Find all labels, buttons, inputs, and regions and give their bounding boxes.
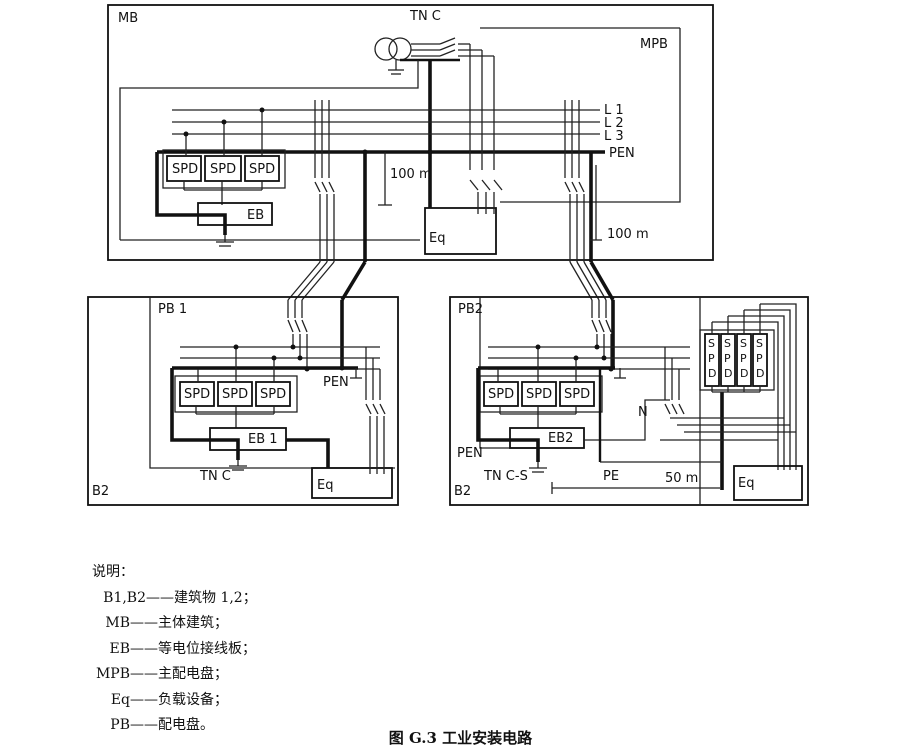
pb1-incoming: [287, 300, 344, 369]
main-building: MB TN C MPB: [107, 4, 714, 301]
feeder-to-pb2: [564, 100, 615, 301]
svg-text:SPD: SPD: [184, 387, 210, 402]
main-building-frame: [107, 4, 714, 261]
building-b1: PB 1 B2 TN C PEN: [87, 296, 399, 506]
svg-text:P: P: [756, 352, 763, 365]
pb2-eq-feed: [660, 303, 797, 470]
pb2-label: PB2: [458, 302, 483, 317]
pb1-bus: [172, 344, 380, 372]
feeder-to-pb1: [287, 100, 367, 301]
legend-item: B1,B2——建筑物 1,2；: [103, 589, 257, 606]
pb2-spd-2: [521, 381, 557, 407]
b1-building-label: B2: [92, 484, 109, 499]
pb2-eq-label: Eq: [738, 476, 754, 491]
svg-text:P: P: [724, 352, 731, 365]
svg-text:S: S: [756, 337, 763, 350]
legend: 说明： B1,B2——建筑物 1,2； MB——主体建筑； EB——等电位接线板…: [92, 560, 257, 739]
svg-text:S: S: [740, 337, 747, 350]
svg-text:SPD: SPD: [172, 162, 198, 177]
pb2-ground-icon: [529, 462, 547, 473]
pb2-eb: [509, 427, 585, 449]
line-l1-label: L 1: [604, 103, 624, 118]
main-ground-icon: [216, 235, 234, 247]
pb2-n-label: N: [638, 405, 648, 420]
pb2-pen-label: PEN: [457, 446, 483, 461]
pb2-eq: [733, 465, 803, 501]
b2-building-label: B2: [454, 484, 471, 499]
pb1-pen-label: PEN: [323, 375, 349, 390]
svg-text:D: D: [740, 367, 748, 380]
pb2-eb-label: EB2: [548, 431, 573, 446]
pb1-spd-group: SPD SPD SPD: [174, 344, 298, 428]
svg-text:SPD: SPD: [488, 387, 514, 402]
legend-item: PB——配电盘。: [110, 717, 214, 733]
main-bus-lines: [157, 109, 605, 154]
mpb-frame: [500, 28, 681, 203]
line-l3-label: L 3: [604, 129, 624, 144]
main-eq-label: Eq: [429, 231, 445, 246]
pb1-spd-1: [179, 381, 215, 407]
main-pen-label: PEN: [609, 146, 635, 161]
pb1-eq: [311, 467, 393, 499]
pb1-spd-2: [217, 381, 253, 407]
svg-text:SPD: SPD: [249, 162, 275, 177]
pb1-system-label: TN C: [199, 469, 231, 484]
line-l2-label: L 2: [604, 116, 624, 131]
building-b2: PB2 B2 TN C-S PEN: [449, 296, 809, 506]
pb2-pe-label: PE: [603, 469, 619, 484]
mpb-label: MPB: [640, 37, 668, 52]
svg-text:D: D: [708, 367, 716, 380]
legend-item: Eq——负载设备；: [110, 691, 228, 708]
pb2-distance: 50 m: [665, 471, 698, 486]
svg-text:P: P: [740, 352, 747, 365]
main-eq-feed: [469, 110, 503, 214]
pb1-label: PB 1: [158, 302, 187, 317]
pb2-vertical-spd-group: S P D S P D S P D S P D: [699, 329, 775, 393]
pb1-eq-feed: [365, 347, 386, 474]
svg-text:SPD: SPD: [564, 387, 590, 402]
main-spd-group: SPD SPD SPD: [162, 107, 286, 205]
building-b1-frame: [87, 296, 399, 506]
pb2-incoming: [591, 300, 626, 379]
main-spd-2: [204, 155, 242, 182]
pb2-bus: [478, 344, 690, 372]
pb1-spd-3: [255, 381, 291, 407]
svg-text:S: S: [708, 337, 715, 350]
main-eb: [197, 202, 273, 226]
svg-text:SPD: SPD: [526, 387, 552, 402]
pb2-spd-group: SPD SPD SPD: [479, 344, 603, 428]
main-building-label: MB: [118, 11, 138, 26]
legend-title: 说明：: [92, 564, 134, 580]
svg-text:D: D: [724, 367, 732, 380]
main-inner-frame: [119, 60, 419, 240]
main-distance-outer: 100 m: [607, 227, 649, 242]
pb2-spd-1: [483, 381, 519, 407]
pb1-eq-label: Eq: [317, 478, 333, 493]
installation-diagram: MB TN C MPB: [87, 4, 809, 506]
main-eq: [424, 207, 497, 255]
legend-item: MB——主体建筑；: [105, 615, 228, 631]
pb1-ground-icon: [229, 460, 247, 471]
svg-text:SPD: SPD: [210, 162, 236, 177]
main-system-label: TN C: [409, 9, 441, 24]
pb2-spd-3: [559, 381, 595, 407]
main-distance-inner: 100 m: [390, 167, 432, 182]
svg-text:S: S: [724, 337, 731, 350]
svg-text:D: D: [756, 367, 764, 380]
legend-item: EB——等电位接线板；: [109, 640, 256, 657]
svg-text:P: P: [708, 352, 715, 365]
pb2-system-label: TN C-S: [483, 469, 528, 484]
building-b2-frame: [449, 296, 809, 506]
transformer-icon: [374, 37, 440, 75]
svg-text:SPD: SPD: [260, 387, 286, 402]
figure-caption: 图 G.3 工业安装电路: [388, 729, 533, 747]
main-eb-label: EB: [247, 208, 264, 223]
mpb-main-switches: [428, 37, 495, 152]
legend-item: MPB——主配电盘；: [95, 666, 228, 682]
svg-text:SPD: SPD: [222, 387, 248, 402]
pb1-eb-label: EB 1: [248, 432, 278, 447]
